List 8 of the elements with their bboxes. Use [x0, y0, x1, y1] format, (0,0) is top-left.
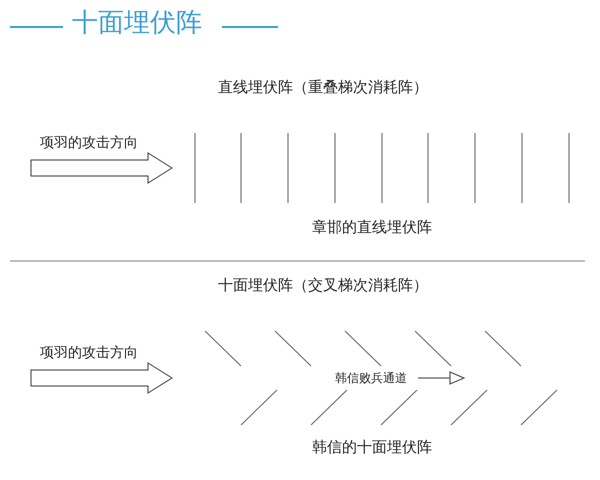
- diagram-title: 十面埋伏阵: [72, 8, 202, 40]
- direction-label: 项羽的攻击方向: [40, 345, 138, 362]
- direction-label: 项羽的攻击方向: [40, 135, 138, 152]
- formation-caption: 章邯的直线埋伏阵: [312, 218, 432, 236]
- section-heading: 直线埋伏阵（重叠梯次消耗阵）: [218, 78, 428, 96]
- formation-caption: 韩信的十面埋伏阵: [312, 438, 432, 456]
- section-heading: 十面埋伏阵（交叉梯次消耗阵）: [218, 276, 428, 294]
- channel-label: 韩信败兵通道: [335, 371, 407, 386]
